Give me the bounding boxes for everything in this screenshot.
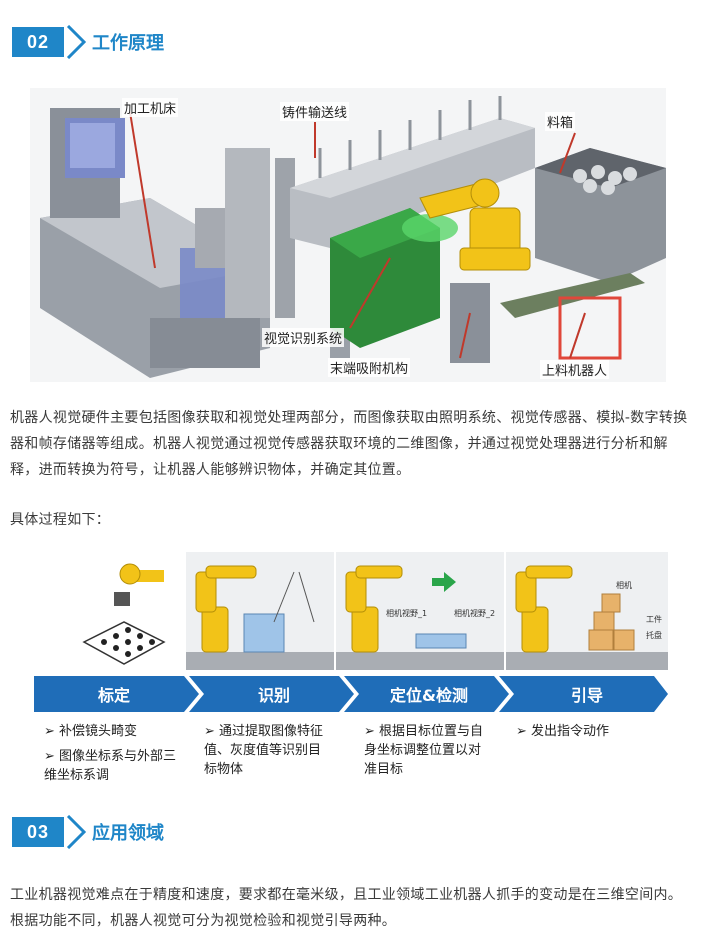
paragraph-hardware: 机器人视觉硬件主要包括图像获取和视觉处理两部分，而图像获取由照明系统、视觉传感器…	[10, 410, 688, 478]
process-figure: 相机视野_1 相机视野_2 相机 工件 托盘 标定 识别 定位&检测 引导 ➢ …	[34, 552, 668, 782]
label-conveyor: 铸件输送线	[280, 102, 350, 121]
step-title-calibration: 标定	[97, 686, 130, 705]
paragraph-applications: 工业机器视觉难点在于精度和速度，要求都在毫米级，且工业领域工业机器人抓手的变动是…	[10, 887, 683, 929]
step-title-identify: 识别	[257, 686, 290, 705]
process-steps: 标定 识别 定位&检测 引导 ➢ 补偿镜头畸变 ➢ 图像坐标系与外部三维坐标系调…	[34, 676, 668, 782]
list-item: ➢ 根据目标位置与自身坐标调整位置以对准目标	[364, 724, 484, 777]
label-workpiece: 工件	[646, 615, 662, 624]
list-item: ➢ 图像坐标系与外部三维坐标系调	[44, 749, 177, 782]
label-pallet: 托盘	[646, 631, 662, 640]
label-vision-system: 视觉识别系统	[262, 328, 345, 347]
step-chevrons	[34, 676, 668, 712]
label-view1: 相机视野_1	[386, 609, 428, 618]
label-loading-robot: 上料机器人	[540, 360, 610, 379]
step-list-calibration: ➢ 补偿镜头畸变 ➢ 图像坐标系与外部三维坐标系调	[44, 722, 184, 782]
section-title: 应用领域	[92, 823, 164, 844]
section-header-02: 02 工作原理	[12, 25, 164, 59]
process-illustrations	[34, 552, 668, 670]
step-list-locate: ➢ 根据目标位置与自身坐标调整位置以对准目标	[364, 722, 489, 782]
list-item: ➢ 发出指令动作	[516, 724, 610, 739]
paragraph-process-intro: 具体过程如下：	[10, 512, 111, 528]
section-header-03: 03 应用领域	[12, 815, 164, 849]
section-number: 02	[12, 27, 64, 57]
production-line-figure: 加工机床 铸件输送线 料箱 视觉识别系统 末端吸附机构 上料机器人	[30, 88, 666, 382]
step-list-guide: ➢ 发出指令动作	[516, 722, 656, 747]
label-bin: 料箱	[545, 112, 576, 131]
step-list-identify: ➢ 通过提取图像特征值、灰度值等识别目标物体	[204, 722, 329, 782]
chevron-right-icon	[66, 815, 86, 849]
label-view2: 相机视野_2	[454, 609, 496, 618]
label-camera: 相机	[616, 581, 632, 590]
label-end-effector: 末端吸附机构	[328, 358, 411, 377]
list-item: ➢ 通过提取图像特征值、灰度值等识别目标物体	[204, 724, 324, 777]
list-item: ➢ 补偿镜头畸变	[44, 724, 138, 739]
production-line-illustration	[40, 96, 666, 378]
step-title-locate: 定位&检测	[390, 686, 468, 705]
step-title-guide: 引导	[570, 686, 603, 705]
section-title: 工作原理	[92, 33, 164, 54]
chevron-right-icon	[66, 25, 86, 59]
section-number: 03	[12, 817, 64, 847]
label-machine-tool: 加工机床	[122, 98, 179, 117]
